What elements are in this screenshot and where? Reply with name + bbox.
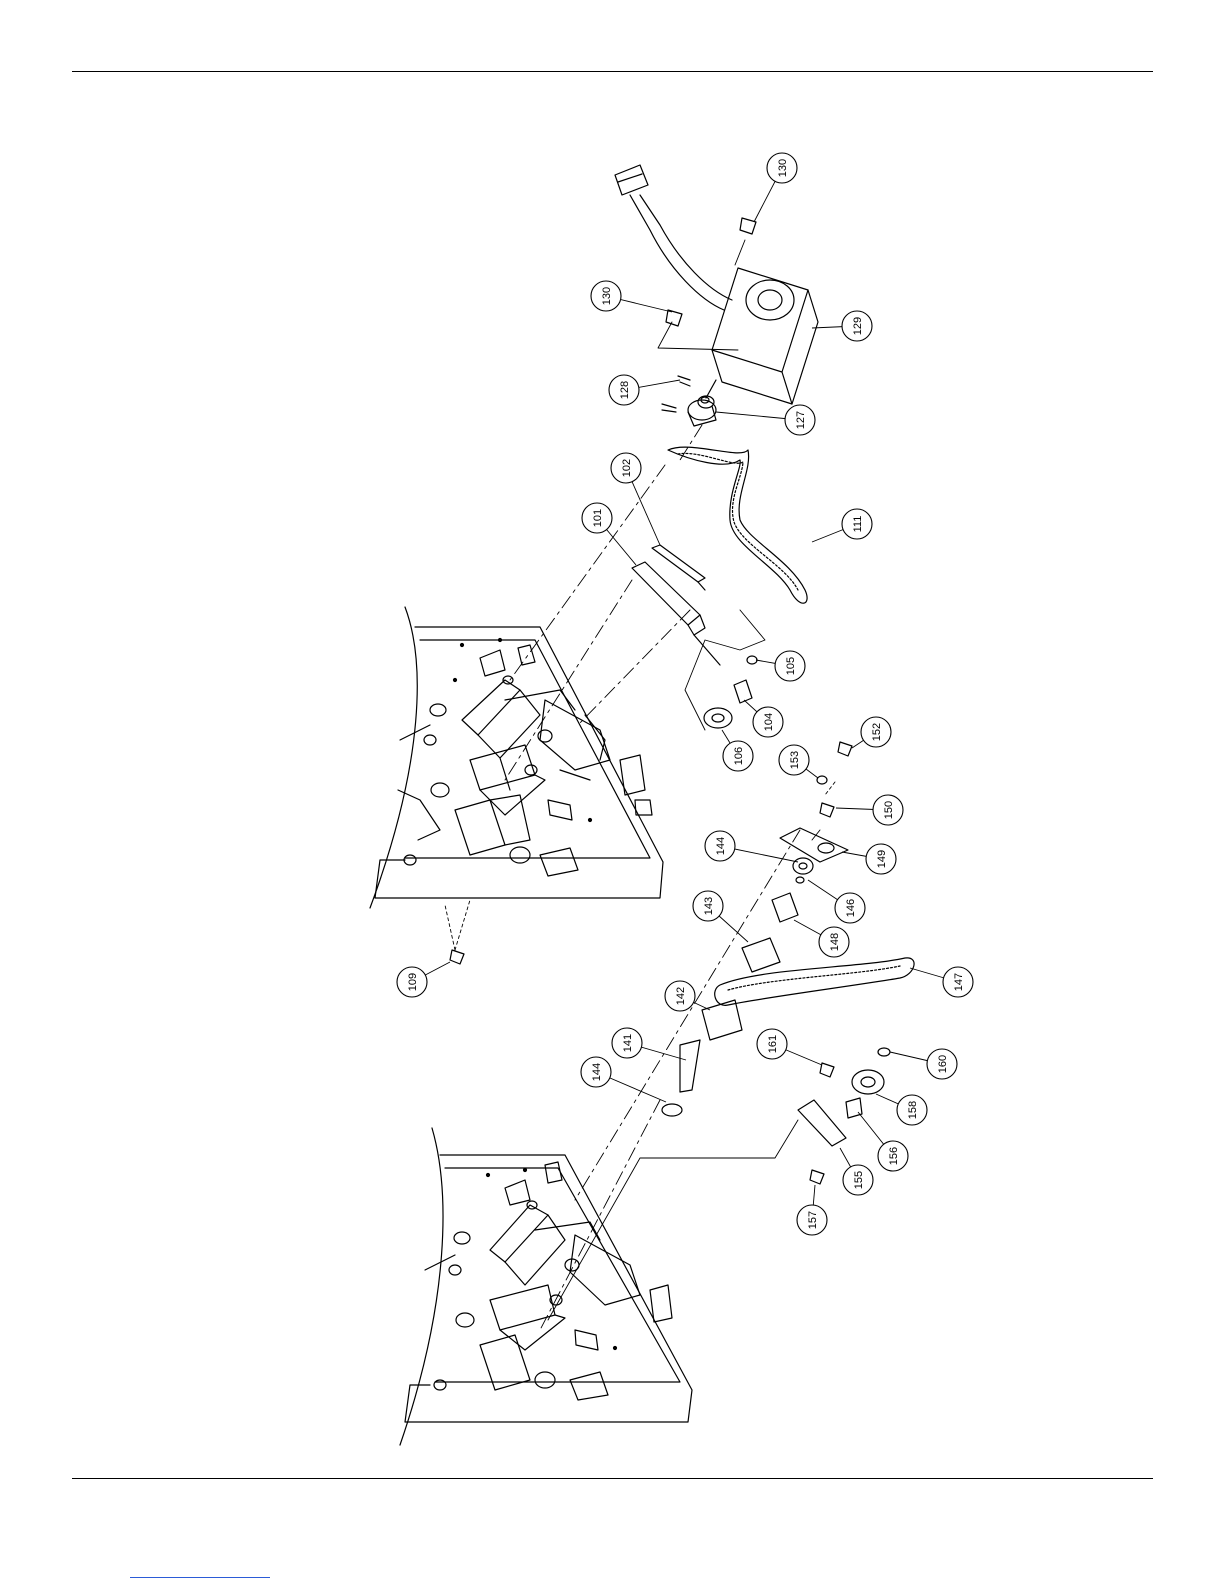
callout-number: 101 xyxy=(592,509,604,527)
callout-130: 130 xyxy=(591,281,672,312)
callout-152: 152 xyxy=(852,717,891,748)
callout-157: 157 xyxy=(797,1185,827,1235)
chassis-plate-lower xyxy=(400,1128,692,1445)
sensor-holder xyxy=(632,562,720,665)
callout-101: 101 xyxy=(582,503,636,565)
callout-141: 141 xyxy=(612,1028,686,1060)
callout-number: 106 xyxy=(733,747,745,765)
callout-158: 158 xyxy=(876,1094,927,1125)
callout-number: 128 xyxy=(619,381,631,399)
callout-number: 144 xyxy=(591,1063,603,1081)
callout-number: 146 xyxy=(845,899,857,917)
callout-number: 130 xyxy=(601,287,613,305)
callout-number: 127 xyxy=(795,411,807,429)
callout-102: 102 xyxy=(611,453,660,545)
callout-156: 156 xyxy=(858,1112,908,1171)
callout-number: 157 xyxy=(807,1211,819,1229)
callout-146: 146 xyxy=(808,880,865,923)
callout-number: 104 xyxy=(763,713,775,731)
motor-pulley xyxy=(688,396,716,426)
callout-number: 129 xyxy=(852,317,864,335)
callout-161: 161 xyxy=(757,1029,822,1065)
chassis-plate-upper xyxy=(370,607,663,908)
callout-number: 161 xyxy=(767,1035,779,1053)
bearing-group-upper xyxy=(704,656,757,728)
callout-number: 130 xyxy=(777,159,789,177)
callout-150: 150 xyxy=(836,795,903,825)
callout-number: 141 xyxy=(622,1034,634,1052)
callout-number: 156 xyxy=(888,1147,900,1165)
callout-number: 144 xyxy=(715,837,727,855)
set-screws xyxy=(662,376,690,412)
callout-153: 153 xyxy=(779,745,818,778)
callout-147: 147 xyxy=(910,967,973,997)
tension-arm-assembly xyxy=(798,1048,890,1184)
callout-111: 111 xyxy=(812,509,872,542)
callout-number: 155 xyxy=(853,1171,865,1189)
callout-105: 105 xyxy=(756,651,805,681)
callout-130: 130 xyxy=(754,153,797,222)
timing-belt-147 xyxy=(715,958,914,1005)
callout-layer: 130 130 129 128 127 102 101 111 105 104 106 152 153 1… xyxy=(397,153,973,1235)
callout-number: 149 xyxy=(876,850,888,868)
callout-number: 147 xyxy=(953,973,965,991)
callout-number: 160 xyxy=(937,1055,949,1073)
timing-belt-111 xyxy=(668,447,807,603)
callout-144: 144 xyxy=(581,1057,666,1102)
callout-160: 160 xyxy=(890,1049,957,1079)
motor-screws xyxy=(666,218,756,326)
callout-number: 111 xyxy=(852,516,864,533)
callout-109: 109 xyxy=(397,962,450,997)
callout-129: 129 xyxy=(812,311,872,341)
callout-148: 148 xyxy=(794,920,849,957)
callout-number: 153 xyxy=(789,751,801,769)
callout-106: 106 xyxy=(722,730,753,771)
callout-number: 142 xyxy=(675,987,687,1005)
stepper-motor xyxy=(615,165,818,404)
callout-128: 128 xyxy=(609,375,680,405)
callout-number: 158 xyxy=(907,1101,919,1119)
callout-number: 109 xyxy=(407,973,419,991)
callout-number: 105 xyxy=(785,657,797,675)
callout-number: 143 xyxy=(703,897,715,915)
screw-109 xyxy=(450,950,464,964)
callout-142: 142 xyxy=(665,981,710,1011)
callout-number: 148 xyxy=(829,933,841,951)
callout-149: 149 xyxy=(842,844,896,874)
callout-127: 127 xyxy=(716,405,815,435)
sensor-bracket xyxy=(652,545,705,590)
callout-number: 150 xyxy=(883,801,895,819)
callout-number: 152 xyxy=(871,723,883,741)
callout-143: 143 xyxy=(693,891,748,942)
callout-155: 155 xyxy=(840,1148,873,1195)
callout-104: 104 xyxy=(744,700,783,737)
assembly-lines xyxy=(445,240,835,1330)
callout-number: 102 xyxy=(621,459,633,477)
